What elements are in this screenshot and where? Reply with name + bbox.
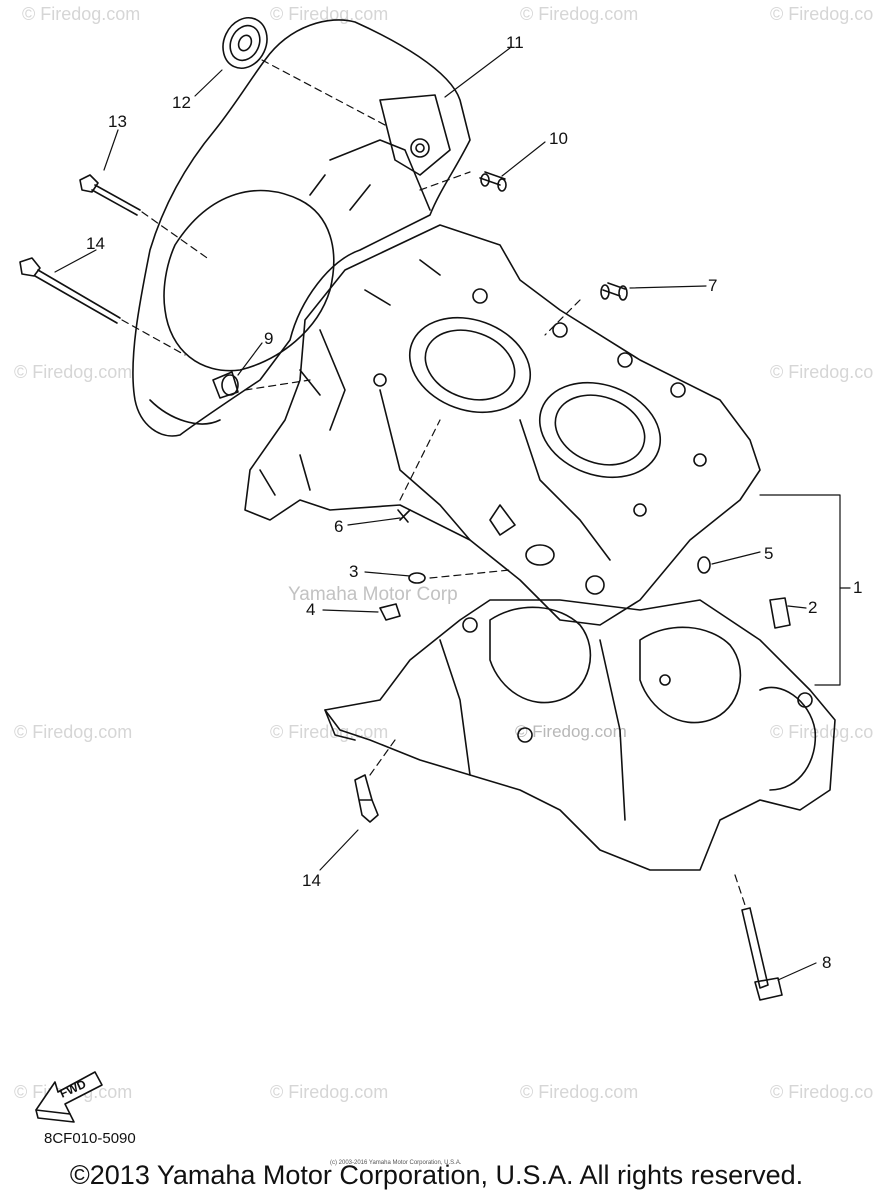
bolt-13 — [79, 174, 141, 216]
lower-crankcase — [324, 599, 836, 871]
callout-1: 1 — [853, 578, 863, 597]
upper-crankcase — [244, 224, 761, 626]
callout-4: 4 — [306, 600, 316, 619]
callout-12: 12 — [172, 93, 191, 112]
center-washer — [525, 544, 555, 566]
bolt-14-upper — [19, 257, 121, 324]
callout-14-upper: 14 — [86, 234, 105, 253]
copyright-notice: ©2013 Yamaha Motor Corporation, U.S.A. A… — [69, 1160, 804, 1190]
bolt-14-lower — [354, 774, 379, 823]
bolt-8 — [741, 907, 783, 1001]
callout-3: 3 — [349, 562, 359, 581]
callout-13: 13 — [108, 112, 127, 131]
bushing-9 — [212, 371, 239, 399]
tiny-credit: (c) 2003-2016 Yamaha Motor Corporation, … — [330, 1160, 462, 1166]
assembly-lines — [121, 59, 746, 906]
watermark-brand: Yamaha Motor Corp — [288, 584, 458, 605]
pin-6 — [397, 509, 411, 523]
callout-9: 9 — [264, 329, 274, 348]
washer-3 — [408, 572, 426, 584]
callout-8: 8 — [822, 953, 832, 972]
diagram-code: 8CF010-5090 — [44, 1130, 136, 1147]
dowel-pin-10 — [479, 171, 507, 192]
leader-lines — [54, 47, 851, 981]
stud-7 — [600, 282, 628, 301]
callout-11: 11 — [506, 33, 524, 52]
nut-4 — [379, 603, 401, 621]
knock-pin-2 — [769, 597, 791, 629]
watermark-center: © Firedog.com — [515, 722, 627, 741]
callout-14-lower: 14 — [302, 871, 321, 890]
callout-5: 5 — [764, 544, 774, 563]
callout-2: 2 — [808, 598, 818, 617]
fwd-arrow-icon — [35, 1071, 103, 1123]
callout-7: 7 — [708, 276, 718, 295]
crankcase-cover — [132, 19, 471, 437]
callout-10: 10 — [549, 129, 568, 148]
bearing-part — [222, 17, 268, 69]
pin-5 — [697, 556, 711, 574]
callout-6: 6 — [334, 517, 344, 536]
